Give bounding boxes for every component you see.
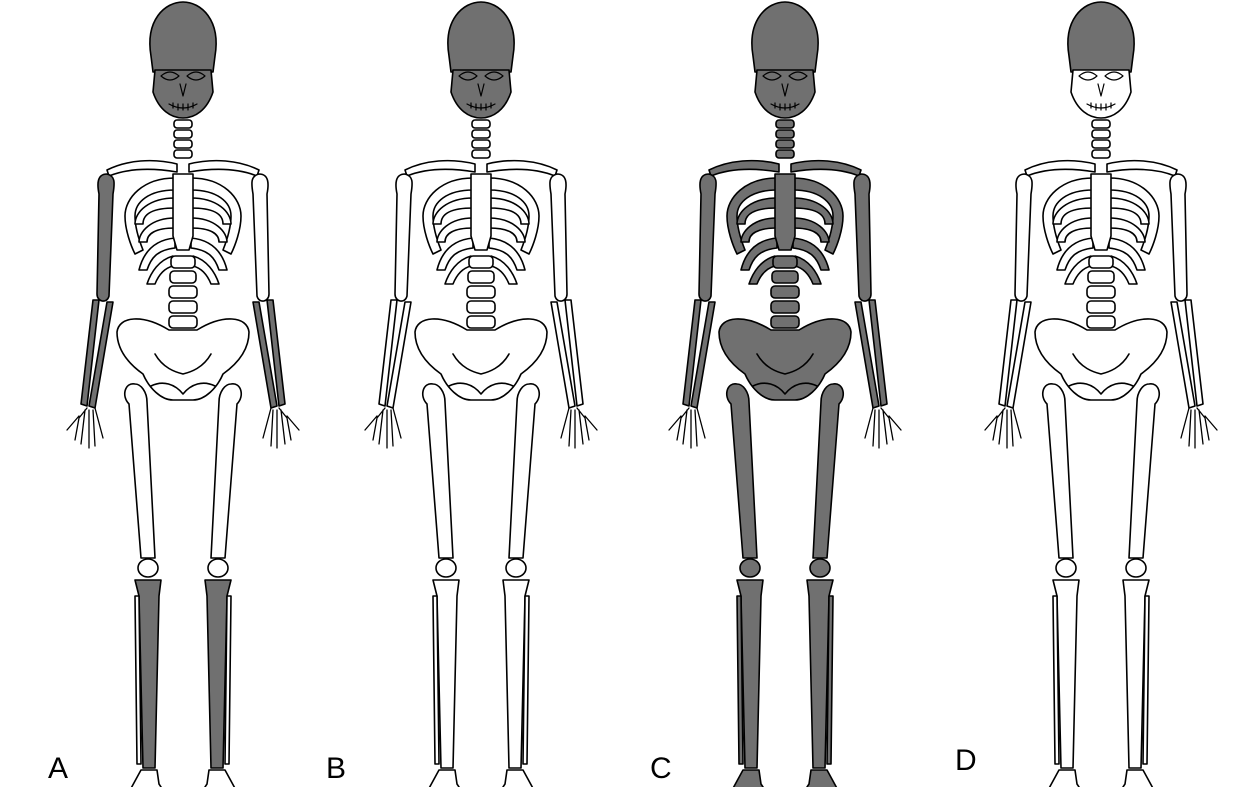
panel-label-a: A [48, 752, 68, 786]
skeleton-panel-b [365, 2, 597, 787]
skeleton-panel-a [67, 2, 299, 787]
skeleton-panel-c [669, 2, 901, 787]
skeleton-panel-d [985, 2, 1217, 787]
panel-label-b: B [326, 752, 346, 786]
panel-label-d: D [955, 744, 977, 778]
panel-label-c: C [650, 752, 672, 786]
